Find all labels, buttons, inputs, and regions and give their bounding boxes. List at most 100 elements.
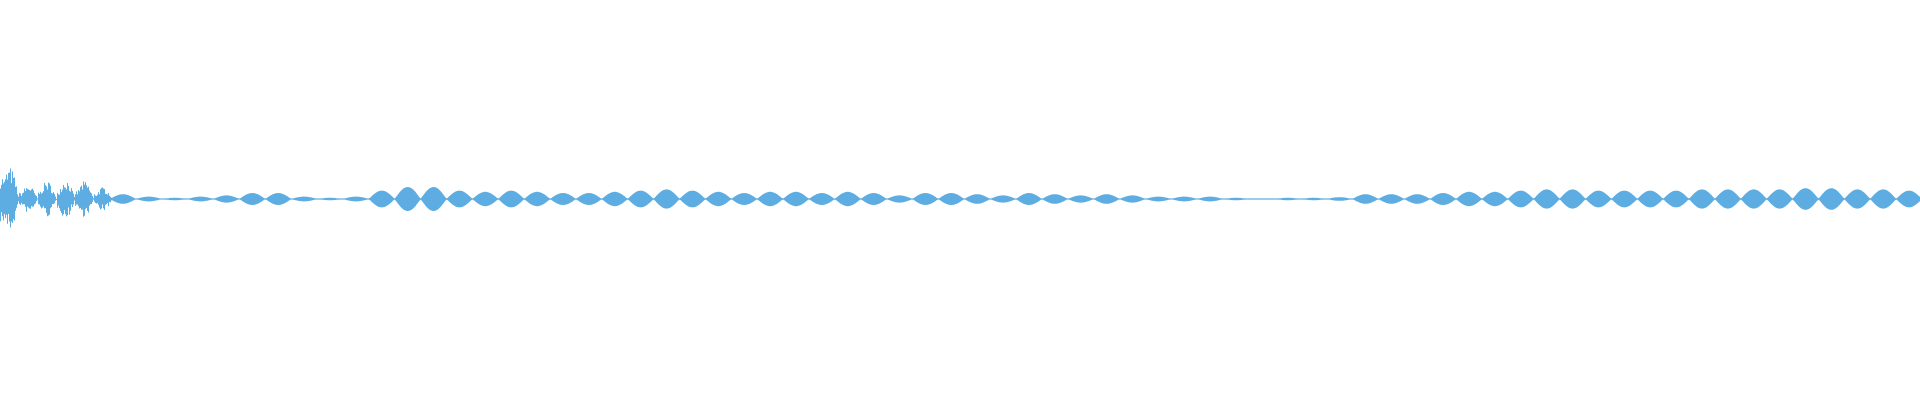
noise-sample	[4, 181, 5, 214]
waveform-lobe	[834, 191, 861, 207]
noise-sample	[41, 193, 42, 209]
waveform-lobe	[343, 196, 369, 202]
noise-sample	[40, 191, 41, 207]
noise-sample	[51, 192, 52, 207]
noise-sample	[6, 174, 7, 215]
noise-sample	[70, 191, 71, 211]
waveform-lobe	[1067, 195, 1094, 203]
noise-sample	[72, 190, 73, 208]
waveform-lobe	[1326, 197, 1353, 201]
waveform-lobe	[1611, 190, 1638, 208]
waveform-lobe	[524, 191, 551, 207]
waveform-lobe	[990, 195, 1016, 203]
noise-sample	[73, 193, 74, 205]
waveform-lobe	[886, 195, 913, 203]
noise-sample	[57, 193, 58, 208]
waveform-lobe	[1637, 190, 1664, 208]
waveform-lobe	[239, 193, 266, 205]
waveform-lobe	[1792, 188, 1819, 210]
noise-sample	[85, 182, 86, 209]
noise-sample	[48, 182, 49, 216]
waveform-lobe	[1274, 197, 1301, 201]
waveform-lobe	[135, 196, 162, 202]
noise-sample	[98, 192, 99, 205]
noise-sample	[8, 172, 9, 214]
waveform-lobe	[1559, 189, 1586, 209]
waveform-lobe	[1300, 197, 1327, 201]
noise-sample	[83, 181, 84, 217]
waveform-lobe	[679, 190, 706, 208]
noise-sample	[90, 192, 91, 205]
noise-sample	[61, 192, 62, 214]
noise-sample	[91, 193, 92, 205]
noise-sample	[68, 185, 69, 208]
noise-sample	[39, 193, 40, 205]
noise-sample	[49, 183, 50, 215]
waveform-lobe	[1663, 190, 1689, 208]
waveform-lobe	[1352, 194, 1379, 204]
noise-sample	[21, 195, 22, 203]
noise-sample	[78, 190, 79, 207]
noise-sample	[99, 194, 100, 208]
noise-sample	[55, 196, 56, 201]
waveform-lobe	[265, 193, 292, 205]
noise-sample	[53, 192, 54, 205]
noise-sample	[96, 195, 97, 204]
waveform-lobe	[550, 193, 576, 205]
noise-sample	[38, 192, 39, 205]
waveform-lobe	[1378, 194, 1405, 204]
noise-sample	[77, 194, 78, 205]
waveform-lobe	[938, 193, 965, 205]
noise-sample	[97, 194, 98, 204]
waveform-lobe	[575, 193, 602, 205]
noise-sample	[87, 187, 88, 211]
waveform-lobe	[964, 194, 991, 204]
waveform-lobe	[1119, 195, 1146, 203]
waveform-lobe	[1818, 188, 1845, 210]
noise-sample	[45, 185, 46, 209]
noise-sample	[106, 193, 107, 205]
noise-sample	[10, 168, 11, 228]
noise-sample	[3, 183, 4, 221]
waveform-lobe	[1171, 196, 1198, 202]
waveform-lobe	[110, 194, 136, 204]
noise-sample	[33, 190, 34, 207]
waveform-lobe	[1223, 197, 1249, 201]
noise-sample	[1, 184, 2, 213]
noise-sample	[18, 196, 19, 202]
noise-sample	[35, 195, 36, 204]
waveform-lobe	[420, 187, 447, 211]
noise-sample	[71, 188, 72, 205]
waveform-lobe	[1507, 190, 1534, 208]
noise-sample	[46, 186, 47, 213]
noise-sample	[65, 187, 66, 215]
noise-sample	[81, 185, 82, 210]
noise-sample	[43, 191, 44, 207]
waveform-lobe	[1714, 189, 1741, 209]
waveform-lobes	[110, 187, 1920, 211]
noise-sample	[13, 178, 14, 220]
waveform-lobe	[446, 190, 473, 208]
noise-sample	[76, 191, 77, 205]
noise-sample	[9, 172, 10, 222]
noise-sample	[31, 189, 32, 207]
noise-sample	[17, 194, 18, 205]
waveform-lobe	[808, 193, 835, 205]
noise-sample	[7, 179, 8, 224]
waveform-lobe	[472, 191, 499, 207]
noise-sample	[82, 189, 83, 210]
noise-sample	[23, 192, 24, 205]
noise-sample	[16, 186, 17, 208]
noise-sample	[14, 177, 15, 221]
waveform-lobe	[1430, 193, 1457, 205]
waveform-lobe	[1041, 194, 1068, 204]
noise-sample	[26, 188, 27, 212]
noise-sample	[64, 187, 65, 211]
noise-sample	[84, 184, 85, 216]
noise-sample	[34, 193, 35, 205]
noise-sample	[44, 182, 45, 209]
waveform-lobe	[1093, 194, 1120, 204]
waveform-lobe	[213, 195, 240, 203]
noise-sample	[109, 195, 110, 203]
